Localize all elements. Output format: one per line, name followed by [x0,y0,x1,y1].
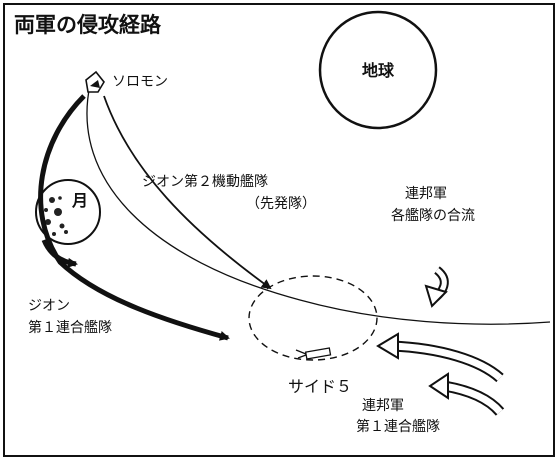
moon-label: 月 [71,191,88,210]
solomon-label: ソロモン [112,74,168,90]
zeon-moon-route-arrow [41,238,78,268]
earth-circle [318,10,438,130]
zeon-fleet2-label-line1: ジオン第２機動艦隊 [142,173,268,190]
earth-label: 地球 [362,61,395,80]
zeon-fleet1-route-arrow [38,94,230,341]
fed-fleet1-arrow-b-fill [443,382,503,415]
diagram-title: 両軍の侵攻経路 [14,13,162,37]
zeon-fleet1-label-line1: ジオン [28,298,70,314]
fed-fleet1-arrow-a-head [376,332,399,360]
side5-area-ellipse [248,275,378,361]
frame-border [3,3,555,457]
side5-label: サイド５ [288,377,352,396]
zeon-fleet2-route-arrow [103,95,272,290]
fed-fleet1-arrow-a-fill [391,342,503,381]
moon-orbit-line [86,84,551,325]
fed-fleet1-label-line1: 連邦軍 [362,398,404,414]
moon-circle [35,179,101,245]
fed-merge-arrow-head [424,284,448,308]
fed-fleet1-arrow-b-head [428,372,449,400]
moon-crater-shading [44,196,68,236]
zeon-fleet1-label-line2: 第１連合艦隊 [28,319,112,336]
fed-fleet1-label-line2: 第１連合艦隊 [356,418,440,435]
fed-merge-label-line2: 各艦隊の合流 [391,208,475,224]
fed-merge-label-line1: 連邦軍 [405,186,447,202]
zeon-fleet2-label-line2: （先発隊） [246,196,316,212]
solomon-fortress-icon [85,70,105,93]
side5-colony-icon [295,347,332,360]
